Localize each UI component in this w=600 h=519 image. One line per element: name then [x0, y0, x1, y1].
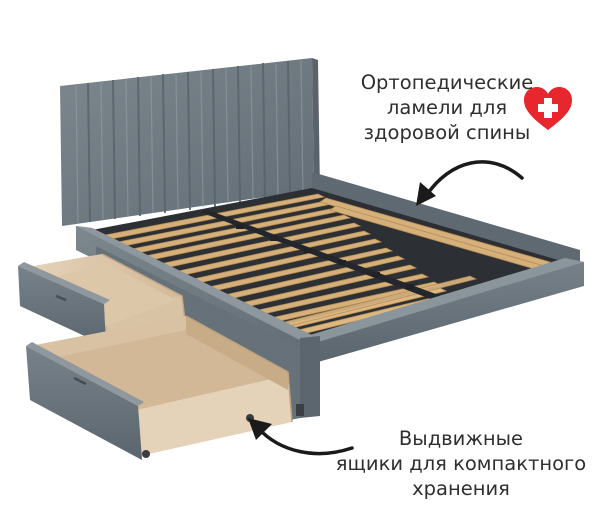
right-rail [318, 258, 584, 362]
heart-cross-icon [524, 87, 572, 130]
arrow-head-slats [416, 182, 436, 206]
callout-line: здоровой спины [363, 121, 531, 144]
callout-line: Ортопедические [360, 71, 534, 94]
arrow-head-drawers [248, 418, 272, 440]
callout-line: ящики для компактного [335, 452, 587, 475]
headboard [60, 58, 320, 226]
center-beam [200, 210, 452, 304]
drawer-front [26, 315, 293, 460]
callout-line: хранения [412, 477, 510, 500]
foot-corner [300, 336, 320, 418]
curved-arrow-icon [424, 160, 524, 198]
callout-line: ламели для [386, 96, 508, 119]
curved-arrow-icon [256, 426, 354, 456]
callout-line: Выдвижные [398, 427, 524, 450]
slat-holders [236, 224, 414, 289]
callout-orthopedic-slats: Ортопедические ламели для здоровой спины [352, 70, 542, 145]
callout-storage-drawers: Выдвижные ящики для компактного хранения [330, 426, 592, 501]
back-rail [312, 172, 580, 268]
